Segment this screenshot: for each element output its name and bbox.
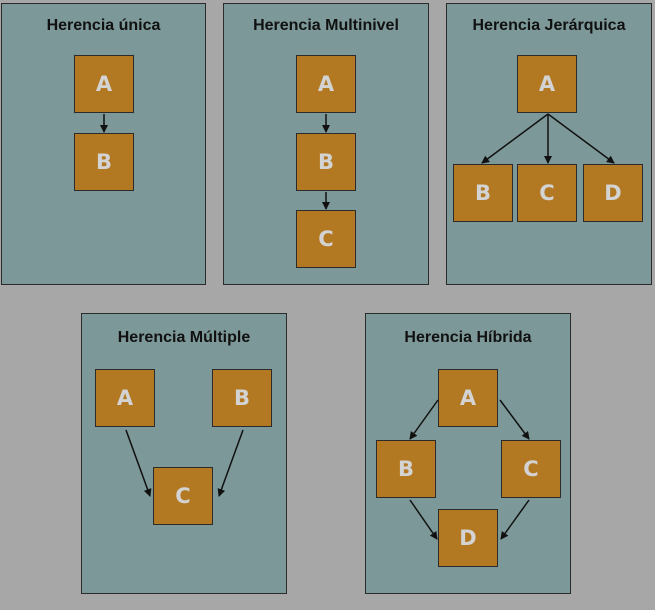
class-node-b: B [74, 133, 134, 191]
class-node-a: A [95, 369, 155, 427]
arrow-b-to-c [217, 429, 244, 497]
panel-title: Herencia Jerárquica [472, 17, 626, 34]
inheritance-arrows [481, 113, 615, 164]
arrow-a-to-c [125, 429, 152, 497]
arrow-a-to-b [481, 113, 549, 164]
class-node-c: C [501, 440, 561, 498]
panel-title: Herencia Multinivel [253, 17, 399, 34]
panel-hierarchical-inheritance: Herencia Jerárquica A B C D [446, 3, 652, 285]
class-node-a: A [296, 55, 356, 113]
class-node-b: B [376, 440, 436, 498]
class-node-b: B [212, 369, 272, 427]
panel-multilevel-inheritance: Herencia Multinivel A B C [223, 3, 429, 285]
class-node-a: A [438, 369, 498, 427]
panel-single-inheritance: Herencia única A B [1, 3, 206, 285]
panel-multiple-inheritance: Herencia Múltiple A B C [81, 313, 287, 594]
class-node-c: C [517, 164, 577, 222]
arrow-a-to-d [547, 113, 615, 164]
arrow-a-to-c [499, 399, 530, 440]
arrow-b-to-d [409, 499, 438, 540]
class-node-d: D [438, 509, 498, 567]
class-node-d: D [583, 164, 643, 222]
panel-title: Herencia Múltiple [117, 329, 251, 346]
class-node-a: A [517, 55, 577, 113]
arrow-c-to-d [500, 499, 530, 540]
class-node-b: B [296, 133, 356, 191]
inheritance-arrows [125, 429, 244, 497]
class-node-a: A [74, 55, 134, 113]
panel-title: Herencia Híbrida [404, 329, 532, 346]
class-node-b: B [453, 164, 513, 222]
arrow-a-to-b [409, 399, 439, 440]
panel-hybrid-inheritance: Herencia Híbrida A B C D [365, 313, 571, 594]
class-node-c: C [296, 210, 356, 268]
panel-title: Herencia única [46, 17, 161, 34]
class-node-c: C [153, 467, 213, 525]
